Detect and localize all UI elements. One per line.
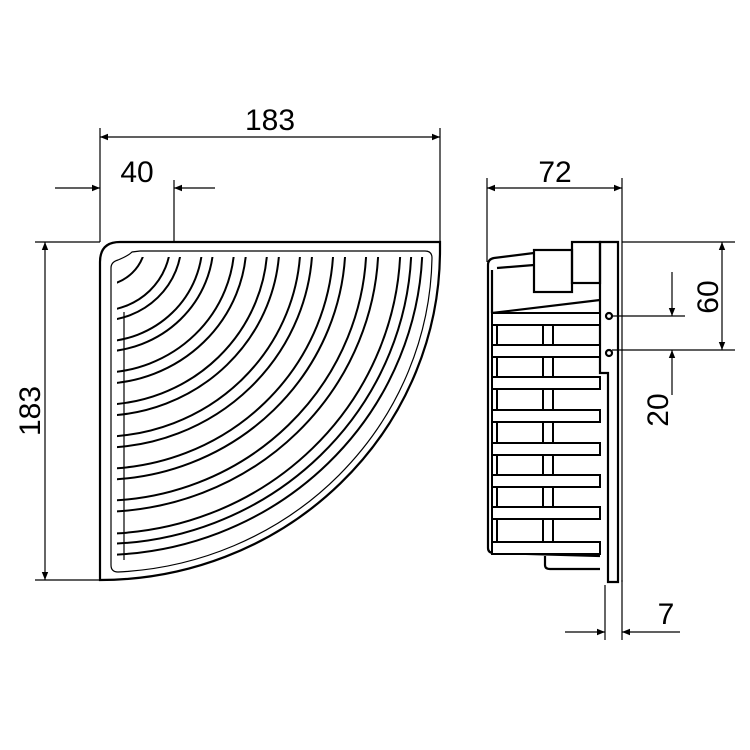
dimension-offset-40: 40	[55, 156, 215, 242]
basket-rung	[491, 474, 601, 488]
screw-hole-lower	[604, 348, 614, 358]
basket-rung	[491, 376, 601, 390]
slat	[117, 257, 366, 500]
dimension-height-60: 60	[612, 241, 735, 351]
slat	[117, 257, 266, 403]
side-view	[486, 240, 623, 584]
dimension-depth-183: 183	[14, 241, 100, 581]
basket-rung	[491, 541, 601, 555]
wall-plate	[598, 240, 620, 584]
screw-hole-upper	[604, 311, 614, 321]
basket-foot	[543, 556, 600, 571]
slat	[117, 257, 201, 340]
basket-rung	[491, 506, 601, 520]
top-view	[98, 240, 442, 582]
slat	[117, 257, 422, 554]
slat	[117, 257, 400, 533]
dimension-depth-72: 72	[486, 156, 623, 262]
dimension-label: 40	[120, 156, 153, 189]
dimension-label: 60	[692, 280, 725, 313]
slat	[117, 257, 233, 371]
mount-bracket	[532, 248, 574, 294]
slat	[117, 257, 332, 468]
dimension-label: 7	[658, 598, 675, 631]
shelf-outline	[98, 240, 442, 582]
basket-rung	[491, 312, 601, 326]
shelf-inner-rim	[110, 250, 433, 573]
mount-block	[570, 240, 602, 285]
basket-rungs	[491, 312, 601, 555]
slat	[117, 257, 299, 436]
dimension-label: 72	[538, 156, 571, 189]
dimension-width-183: 183	[99, 104, 441, 242]
slat	[117, 257, 168, 308]
dimension-thickness-7: 7	[565, 580, 680, 640]
shelf-slats	[117, 257, 424, 556]
dimension-spacing-20: 20	[612, 272, 685, 427]
dimension-label: 183	[245, 104, 295, 137]
dimension-label: 20	[642, 393, 675, 426]
basket-rung	[491, 344, 601, 358]
basket-rung	[491, 409, 601, 423]
basket-rung	[491, 442, 601, 456]
dimension-label: 183	[14, 386, 47, 436]
